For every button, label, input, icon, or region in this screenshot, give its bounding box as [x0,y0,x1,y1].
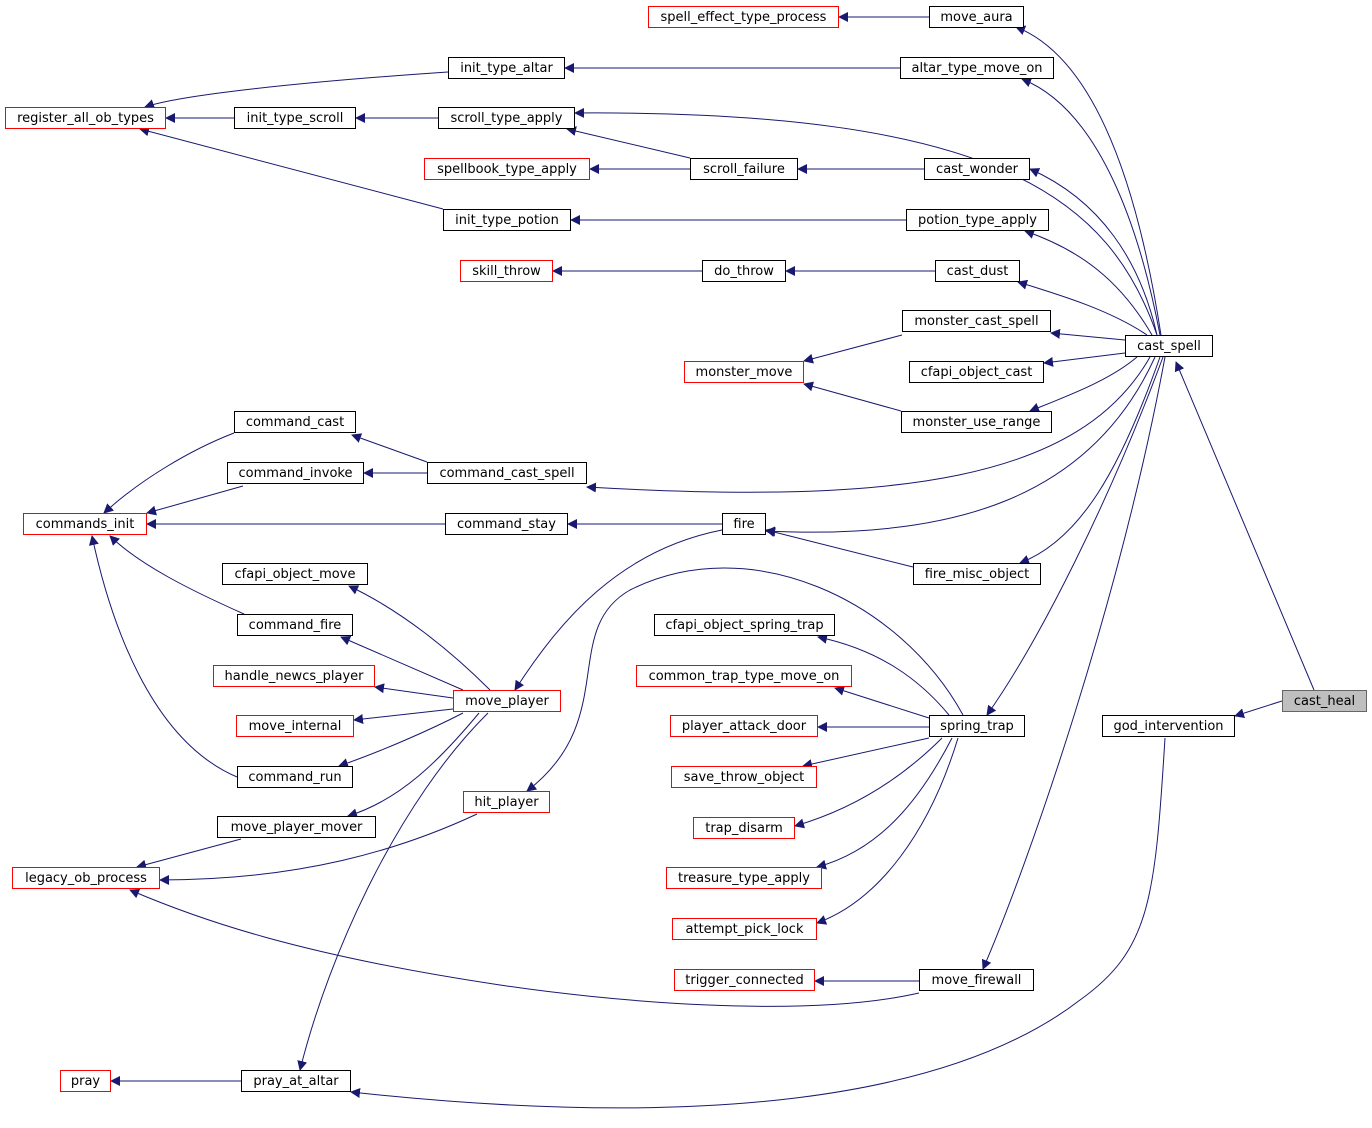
node-fire[interactable]: fire [722,513,766,535]
edge-hit_player-to-legacy_ob_process [159,813,478,885]
edge-god_intervention-to-pray_at_altar [350,737,1166,1109]
node-pray[interactable]: pray [60,1070,111,1092]
edges [88,12,1315,1109]
edge-spring_trap-to-hit_player [526,567,964,792]
edge-move_player-to-command_fire [340,636,464,691]
node-skill-throw[interactable]: skill_throw [460,260,553,282]
edge-cast_spell-to-cfapi_object_cast [1043,352,1126,367]
edge-cast_heal-to-god_intervention [1234,700,1283,719]
node-spell-effect-type-process[interactable]: spell_effect_type_process [648,6,839,28]
node-monster-move[interactable]: monster_move [684,361,804,383]
edge-cast_spell-to-fire [765,356,1156,537]
edge-spring_trap-to-attempt_pick_lock [816,737,959,925]
node-command-cast-spell[interactable]: command_cast_spell [427,462,587,484]
edge-spring_trap-to-treasure_type_apply [816,737,953,870]
edge-move_firewall-to-legacy_ob_process [129,888,920,1007]
edge-monster_cast_spell-to-monster_move [803,334,903,364]
node-legacy-ob-process[interactable]: legacy_ob_process [12,867,160,889]
node-cast-dust[interactable]: cast_dust [935,260,1020,282]
edge-spring_trap-to-cfapi_object_spring_trap [817,633,950,716]
node-save-throw-object[interactable]: save_throw_object [671,766,817,788]
node-move-internal[interactable]: move_internal [236,715,354,737]
node-init-type-potion[interactable]: init_type_potion [443,209,571,231]
node-cfapi-object-cast[interactable]: cfapi_object_cast [909,361,1044,383]
node-altar-type-move-on[interactable]: altar_type_move_on [900,57,1054,79]
node-command-fire[interactable]: command_fire [237,614,353,636]
edge-command_invoke-to-commands_init [146,485,244,516]
node-cast-spell[interactable]: cast_spell [1125,335,1213,357]
edge-cast_spell-to-altar_type_move_on [1021,77,1161,336]
edge-cast_spell-to-spring_trap [986,356,1164,716]
node-cast-heal: cast_heal [1282,690,1367,712]
node-pray-at-altar[interactable]: pray_at_altar [241,1070,351,1092]
node-common-trap-type-move-on[interactable]: common_trap_type_move_on [636,665,852,687]
node-treasure-type-apply[interactable]: treasure_type_apply [666,867,822,889]
node-potion-type-apply[interactable]: potion_type_apply [906,209,1049,231]
node-cfapi-object-move[interactable]: cfapi_object_move [222,563,368,585]
node-init-type-altar[interactable]: init_type_altar [448,57,565,79]
node-move-player-mover[interactable]: move_player_mover [217,816,376,838]
edge-move_player-to-move_internal [353,708,454,724]
node-monster-use-range[interactable]: monster_use_range [901,411,1052,433]
edge-move_player-to-cfapi_object_move [348,585,491,691]
node-attempt-pick-lock[interactable]: attempt_pick_lock [672,918,817,940]
edge-move_player_mover-to-legacy_ob_process [136,838,242,870]
node-player-attack-door[interactable]: player_attack_door [670,715,818,737]
edge-move_player-to-command_run [338,712,464,768]
node-spring-trap[interactable]: spring_trap [929,715,1025,737]
node-init-type-scroll[interactable]: init_type_scroll [234,107,356,129]
edge-init_type_altar-to-register_all_ob_types [144,71,449,109]
edge-spring_trap-to-trap_disarm [794,737,943,829]
edge-command_cast-to-commands_init [103,432,235,514]
node-commands-init[interactable]: commands_init [23,513,147,535]
node-move-aura[interactable]: move_aura [929,6,1024,28]
edge-cast_spell-to-move_firewall [981,356,1166,970]
node-move-player[interactable]: move_player [453,690,561,712]
edge-cast_spell-to-monster_use_range [1029,356,1138,413]
edge-move_player-to-move_player_mover [347,712,480,819]
edge-move_player-to-handle_newcs_player [374,683,454,699]
edge-cast_heal-to-cast_spell [1174,361,1315,691]
edge-cast_spell-to-potion_type_apply [1024,229,1153,336]
node-scroll-type-apply[interactable]: scroll_type_apply [438,107,575,129]
edge-cast_spell-to-command_cast_spell [586,356,1151,493]
node-scroll-failure[interactable]: scroll_failure [690,158,798,180]
edge-init_type_potion-to-register_all_ob_types [139,126,444,210]
node-command-stay[interactable]: command_stay [445,513,568,535]
edge-cast_spell-to-fire_misc_object [1019,356,1161,565]
edge-cast_spell-to-cast_wonder [1029,168,1158,336]
edge-move_player-to-pray_at_altar [297,712,489,1071]
node-trigger-connected[interactable]: trigger_connected [674,969,815,991]
node-trap-disarm[interactable]: trap_disarm [693,817,795,839]
node-god-intervention[interactable]: god_intervention [1102,715,1235,737]
node-command-run[interactable]: command_run [237,766,353,788]
node-do-throw[interactable]: do_throw [702,260,786,282]
node-spellbook-type-apply[interactable]: spellbook_type_apply [424,158,590,180]
edge-command_fire-to-commands_init [109,535,245,615]
node-command-cast[interactable]: command_cast [234,411,356,433]
edge-spring_trap-to-common_trap_type_move_on [834,685,930,719]
edge-command_cast_spell-to-command_cast [351,433,428,463]
edge-fire_misc_object-to-fire [765,527,914,568]
edge-spring_trap-to-save_throw_object [802,737,930,769]
edge-command_run-to-commands_init [88,535,238,778]
edge-cast_spell-to-move_aura [1015,25,1162,336]
node-command-invoke[interactable]: command_invoke [227,462,364,484]
node-handle-newcs-player[interactable]: handle_newcs_player [213,665,375,687]
node-cfapi-object-spring-trap[interactable]: cfapi_object_spring_trap [654,614,835,636]
edge-cast_spell-to-scroll_type_apply [574,107,1158,336]
edge-scroll_failure-to-scroll_type_apply [566,126,691,159]
node-register-all-ob-types[interactable]: register_all_ob_types [5,107,166,129]
node-cast-wonder[interactable]: cast_wonder [924,158,1030,180]
node-move-firewall[interactable]: move_firewall [919,969,1034,991]
node-fire-misc-object[interactable]: fire_misc_object [913,563,1041,585]
node-monster-cast-spell[interactable]: monster_cast_spell [902,310,1051,332]
node-hit-player[interactable]: hit_player [463,791,550,813]
edge-monster_use_range-to-monster_move [803,381,902,412]
edge-cast_spell-to-cast_dust [1017,279,1148,336]
edge-fire-to-move_player [514,529,723,691]
edge-cast_spell-to-monster_cast_spell [1050,328,1126,341]
